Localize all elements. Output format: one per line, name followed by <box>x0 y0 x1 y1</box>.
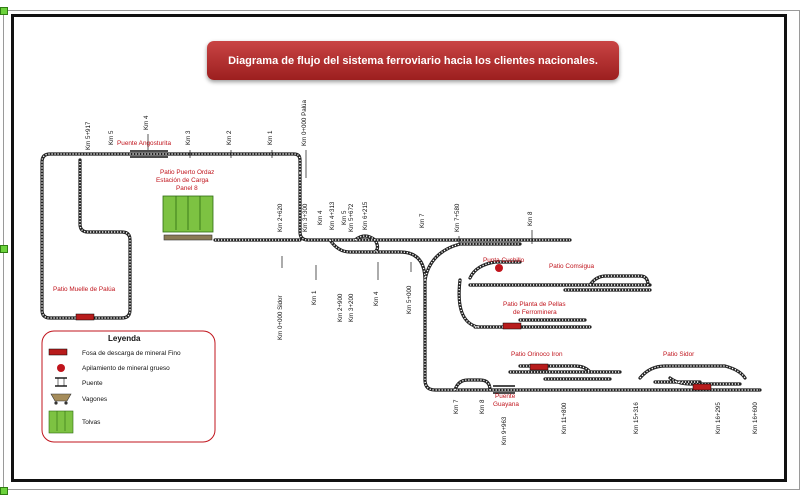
legend-item: Vagones <box>82 396 108 403</box>
label-patio-muelle-palua: Patio Muelle de Palúa <box>53 286 116 293</box>
fosa-muelle-palua <box>75 313 95 321</box>
km-label: Km 7 <box>453 399 460 414</box>
km-label: Km 8 <box>527 211 534 226</box>
legend-puente-icon <box>55 377 67 387</box>
km-label: Km 5+672 <box>348 203 355 232</box>
fosa-planta-pellas <box>502 322 522 330</box>
track-comsigua-2 <box>468 260 522 280</box>
km-ticks <box>147 134 533 280</box>
km-label: Km 5 <box>341 210 348 225</box>
km-label: Km 4 <box>317 210 324 225</box>
fosa-orinoco-iron <box>529 363 549 371</box>
label-estacion-carga: Estación de Carga <box>156 177 209 184</box>
label-guayana: Guayana <box>493 401 519 408</box>
km-labels-lower: Km 7 Km 8 Km 9+963 Km 11+800 Km 15+316 K… <box>453 399 759 445</box>
legend-item: Fosa de descarga de mineral Fino <box>82 350 181 357</box>
label-patio-orinoco-iron: Patio Orinoco Iron <box>511 351 563 358</box>
km-label: Km 7 <box>419 213 426 228</box>
km-label: Km 16+600 <box>752 402 759 434</box>
km-label: Km 4+313 <box>329 201 336 230</box>
km-label: Km 0+000 Palúa <box>301 100 308 146</box>
track-branch-north <box>423 242 522 282</box>
km-label: Km 3+200 <box>348 293 355 322</box>
km-label: Km 1 <box>311 290 318 305</box>
km-label: Km 9+963 <box>501 416 508 445</box>
km-label: Km 16+295 <box>715 402 722 434</box>
km-labels-mid: Km 2+620 Km 3+300 Km 4 Km 4+313 Km 5 Km … <box>277 201 534 232</box>
label-puente-guayana: Puente <box>495 393 516 400</box>
label-patio-puerto-ordaz: Patio Puerto Ordaz <box>160 169 214 176</box>
track-lower-loop <box>453 378 492 392</box>
km-label: Km 15+316 <box>633 402 640 434</box>
apilamiento-punta-cuchillo <box>495 264 503 272</box>
legend-item: Puente <box>82 380 103 387</box>
km-label: Km 7+580 <box>454 203 461 232</box>
km-label: Km 4 <box>143 115 150 130</box>
fosa-sidor <box>692 383 712 391</box>
tolvas-puerto-ordaz <box>162 195 214 241</box>
label-patio-comsigua: Patio Comsigua <box>549 263 595 270</box>
track-ties <box>41 153 760 391</box>
resize-handle-left[interactable] <box>0 245 8 253</box>
track-pellas-2 <box>457 278 480 329</box>
place-labels: Puente Angosturita Patio Puerto Ordaz Es… <box>53 140 695 408</box>
km-label: Km 3 <box>185 130 192 145</box>
km-labels-bottom: Km 0+000 Sidor Km 1 Km 2+900 Km 3+200 Km… <box>277 285 413 340</box>
km-label: Km 5 <box>108 130 115 145</box>
label-ferrominera: de Ferrominera <box>513 309 557 316</box>
puente-angosturita-symbol <box>130 150 168 158</box>
legend-tolvas-icon <box>48 410 74 434</box>
km-label: Km 4 <box>373 291 380 306</box>
label-panel-8: Panel 8 <box>176 185 198 192</box>
resize-handle-top-left[interactable] <box>0 7 8 15</box>
track-palua-down <box>298 171 572 242</box>
km-label: Km 2+900 <box>337 293 344 322</box>
legend-item: Apilamiento de mineral grueso <box>82 365 170 372</box>
km-label: Km 5+000 <box>406 285 413 314</box>
km-label: Km 5+917 <box>85 121 92 150</box>
legend-apilamiento-icon <box>57 364 65 372</box>
legend-fosa-icon <box>48 348 68 356</box>
km-label: Km 3+300 <box>302 203 309 232</box>
label-patio-sidor: Patio Sidor <box>663 351 695 358</box>
legend-item: Tolvas <box>82 419 101 426</box>
km-label: Km 11+800 <box>561 402 568 434</box>
km-label: Km 2 <box>226 130 233 145</box>
puente-guayana-symbol <box>493 385 515 394</box>
km-labels-top: Km 5+917 Km 5 Km 4 Km 3 Km 2 Km 1 Km 0+0… <box>85 100 308 150</box>
legend-title: Leyenda <box>108 334 141 343</box>
km-label: Km 1 <box>267 130 274 145</box>
label-patio-planta-pellas: Patio Planta de Pellas <box>503 301 566 308</box>
km-label: Km 6+215 <box>362 201 369 230</box>
label-puente-angosturita: Puente Angosturita <box>117 140 171 147</box>
legend: Leyenda Fosa de descarga de mineral Fino… <box>41 330 216 443</box>
legend-vagones-icon <box>50 393 72 405</box>
km-label: Km 2+620 <box>277 203 284 232</box>
km-label: Km 0+000 Sidor <box>277 295 284 340</box>
label-punta-cuchillo: Punta Cuchillo <box>483 257 525 264</box>
diagram-title: Diagrama de flujo del sistema ferroviari… <box>207 41 619 80</box>
km-label: Km 8 <box>479 399 486 414</box>
